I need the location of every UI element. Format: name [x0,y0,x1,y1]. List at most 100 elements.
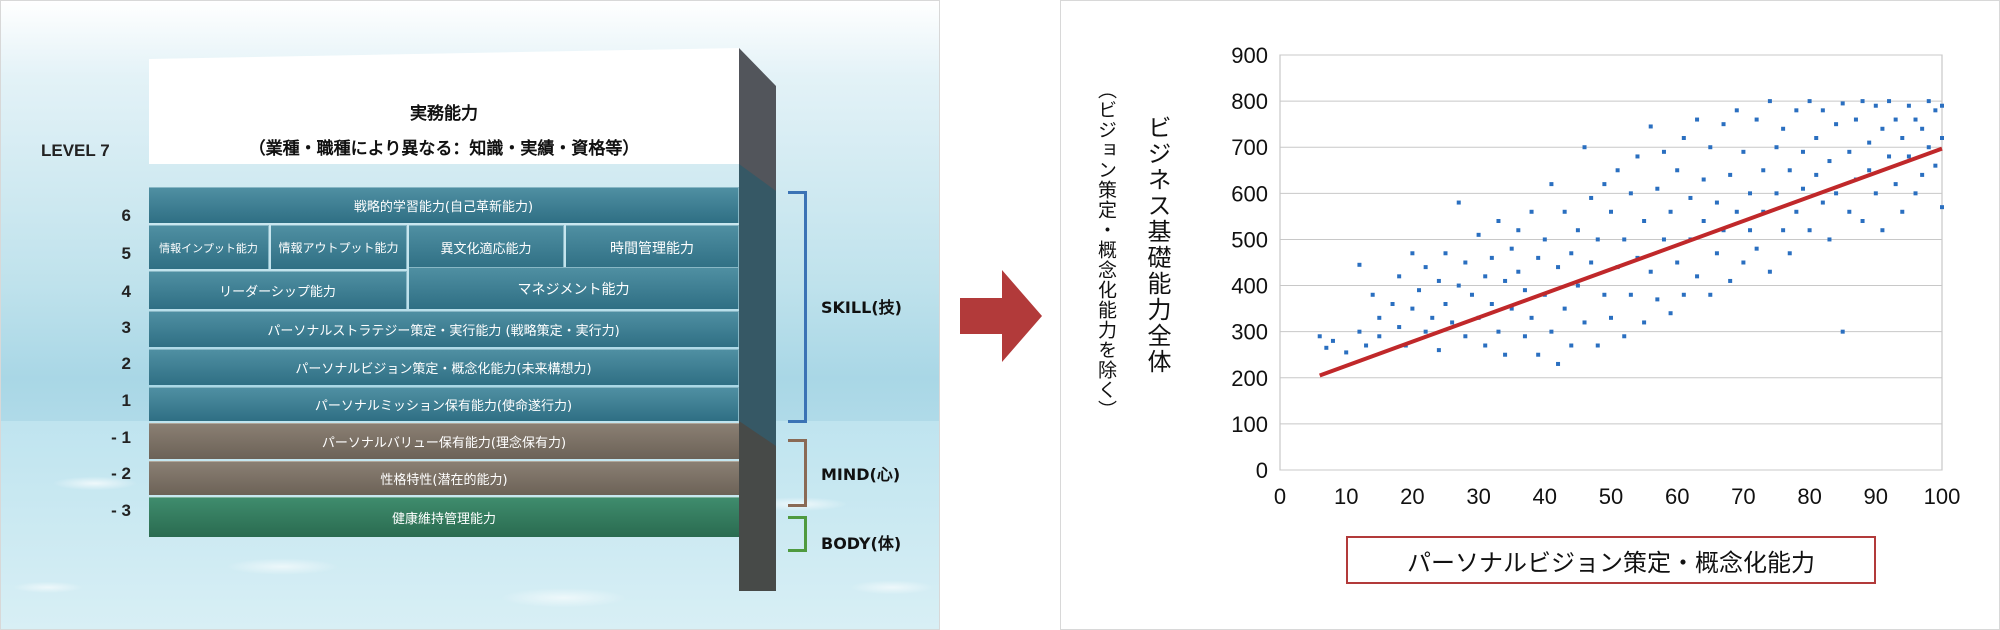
chart-ylabel: ビジネス基礎能力全体 [1143,115,1171,375]
data-point [1443,302,1448,306]
data-point [1642,219,1647,223]
data-point [1357,262,1362,267]
level-minus2-label: - 2 [111,464,131,483]
data-point [1370,292,1375,297]
data-point [1800,149,1805,154]
data-point [1867,140,1872,145]
level-minus3-label: - 3 [111,501,131,520]
data-point [1761,168,1766,173]
block-personal-strategy: パーソナルストラテジー策定・実行能力 (戦略策定・実行力) [149,311,739,347]
x-tick-label: 100 [1924,484,1961,509]
data-point [1820,200,1825,205]
x-tick-label: 30 [1466,484,1490,509]
data-point [1853,117,1858,122]
data-point [1397,274,1402,279]
data-point [1529,315,1534,320]
x-tick-label: 80 [1797,484,1821,509]
data-point [1728,172,1733,177]
data-point [1516,269,1521,274]
x-tick-label: 60 [1665,484,1689,509]
data-point [1668,209,1673,214]
skill-bracket [788,191,807,423]
data-point [1622,237,1627,242]
data-point [1483,274,1488,279]
level-7-label: LEVEL 7 [41,141,110,160]
x-tick-label: 90 [1864,484,1888,509]
data-point [1748,191,1753,196]
data-point [1549,182,1554,187]
data-point [1860,99,1865,104]
data-point [1840,329,1845,334]
data-point [1609,315,1613,320]
data-point [1913,117,1918,122]
data-point [1887,99,1892,104]
data-point [1701,177,1706,182]
data-point [1364,343,1369,348]
data-point [1781,126,1786,131]
data-point [1575,283,1580,288]
data-point [1913,191,1918,196]
data-point [1450,320,1455,325]
data-point [1489,255,1494,260]
x-tick-label: 20 [1400,484,1424,509]
level-2-label: 2 [121,354,131,373]
data-point [1456,283,1461,288]
data-point [1880,126,1885,131]
data-point [1529,209,1534,214]
data-point [1622,334,1627,339]
data-point [1549,329,1554,334]
y-tick-label: 400 [1231,274,1268,299]
mind-bracket [788,439,807,507]
trend-line [1319,146,1943,378]
data-point [1767,99,1772,104]
x-tick-label: 0 [1274,484,1286,509]
data-point [1496,219,1501,223]
data-point [1906,154,1911,159]
data-point [1589,195,1594,200]
data-point [1847,149,1852,154]
data-point [1781,228,1786,233]
block-health: 健康維持管理能力 [149,497,739,537]
data-point [1509,246,1514,251]
block-personal-vision: パーソナルビジョン策定・概念化能力(未来構想力) [149,349,739,385]
data-point [1933,108,1938,113]
data-point [1602,182,1607,187]
data-point [1483,343,1488,348]
data-point [1800,186,1805,191]
data-point [1695,274,1700,279]
data-point [1701,219,1706,223]
data-point [1463,260,1468,265]
data-point [1602,292,1607,297]
block-info-input: 情報インプット能力 [149,225,269,269]
data-point [1595,343,1600,348]
data-point [1748,228,1753,233]
data-point [1324,345,1329,350]
data-point [1582,320,1587,325]
x-tick-label: 10 [1334,484,1358,509]
level-3-label: 3 [121,318,131,337]
data-point [1390,302,1395,306]
chart-ylabel-sub: （ビジョン策定・概念化能力を除く） [1095,80,1117,420]
data-point [1714,200,1719,205]
data-point [1840,101,1845,106]
data-point [1562,306,1567,311]
data-point [1807,228,1812,233]
data-point [1595,237,1600,242]
level-5-label: 5 [121,244,131,263]
block-personality: 性格特性(潜在的能力) [149,461,739,495]
data-point [1397,325,1402,330]
data-point [1648,124,1653,129]
data-point [1774,191,1779,196]
mind-label: MIND(心) [821,465,901,484]
data-point [1787,168,1792,173]
data-point [1661,237,1666,242]
data-point [1503,278,1508,283]
data-point [1635,154,1640,159]
plot-frame [1279,54,1943,471]
data-point [1873,103,1878,108]
block-time-management: 時間管理能力 [566,225,739,269]
right-arrow-icon [960,270,1042,362]
data-point [1794,209,1799,214]
data-point [1681,292,1686,297]
data-point [1443,251,1448,256]
